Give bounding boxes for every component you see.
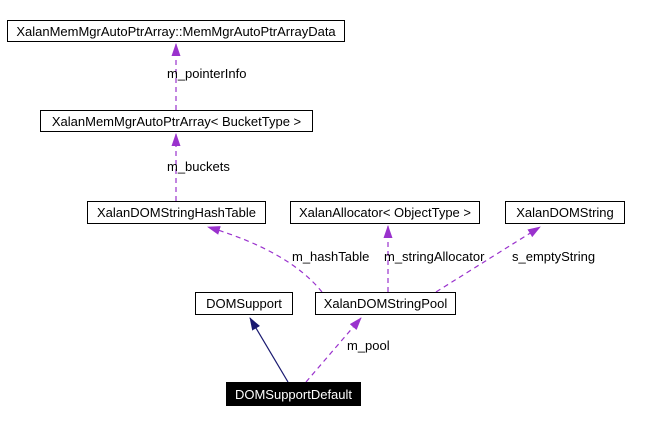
edge-label-m-pool: m_pool	[347, 338, 390, 353]
edge-label-m-hash-table: m_hashTable	[292, 249, 370, 264]
node-xalan-allocator[interactable]: XalanAllocator< ObjectType >	[290, 201, 480, 224]
edge-s-empty-string	[435, 226, 541, 293]
edge-label-m-string-allocator: m_stringAllocator	[384, 249, 485, 264]
edge-label-m-pointer-info: m_pointerInfo	[167, 66, 247, 81]
node-dom-support[interactable]: DOMSupport	[195, 292, 293, 315]
node-mem-mgr-auto-ptr-array-data[interactable]: XalanMemMgrAutoPtrArray::MemMgrAutoPtrAr…	[7, 20, 345, 42]
node-xalan-dom-string-hash-table[interactable]: XalanDOMStringHashTable	[87, 201, 266, 224]
edge-inheritance-dom-support	[249, 317, 289, 383]
edge-label-s-empty-string: s_emptyString	[512, 249, 596, 264]
node-dom-support-default: DOMSupportDefault	[226, 382, 361, 406]
node-xalan-dom-string[interactable]: XalanDOMString	[505, 201, 625, 224]
node-xalan-mem-mgr-auto-ptr-array[interactable]: XalanMemMgrAutoPtrArray< BucketType >	[40, 110, 313, 132]
edge-m-hash-table	[207, 226, 323, 293]
node-xalan-dom-string-pool[interactable]: XalanDOMStringPool	[315, 292, 456, 315]
edge-label-m-buckets: m_buckets	[167, 159, 230, 174]
